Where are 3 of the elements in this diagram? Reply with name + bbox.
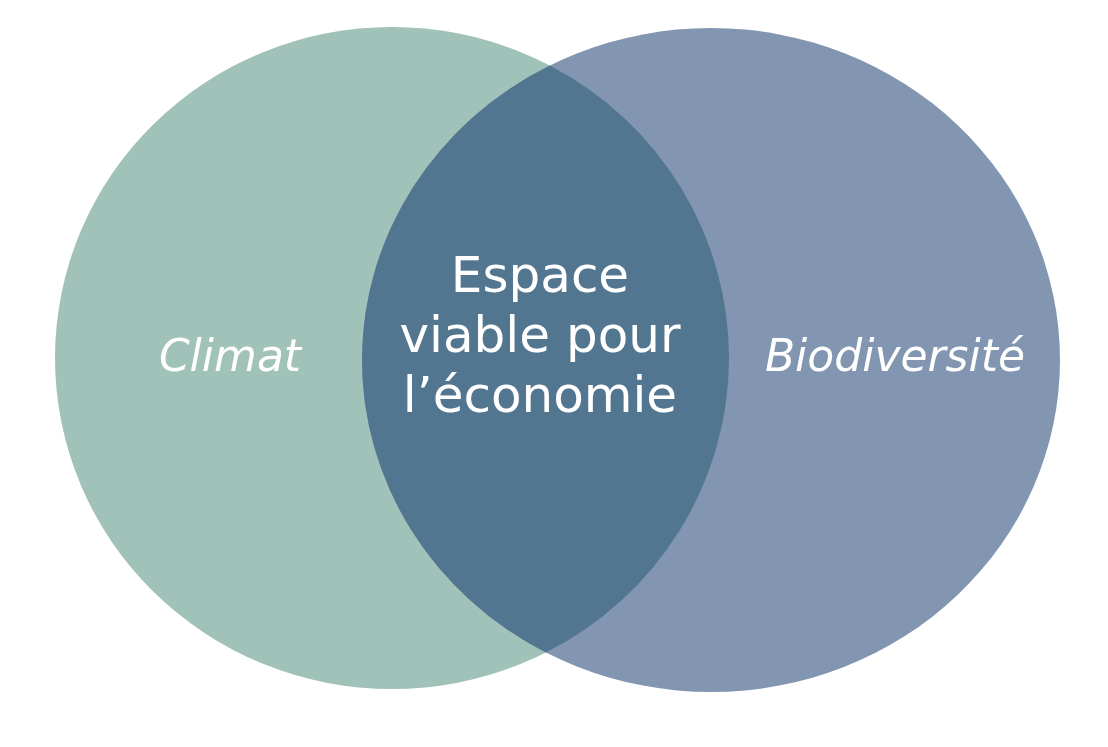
circle-label: Biodiversité	[763, 330, 1027, 383]
overlap-label: Espace viable pour l’économie	[398, 245, 682, 425]
circle-label: Climat	[157, 330, 304, 383]
